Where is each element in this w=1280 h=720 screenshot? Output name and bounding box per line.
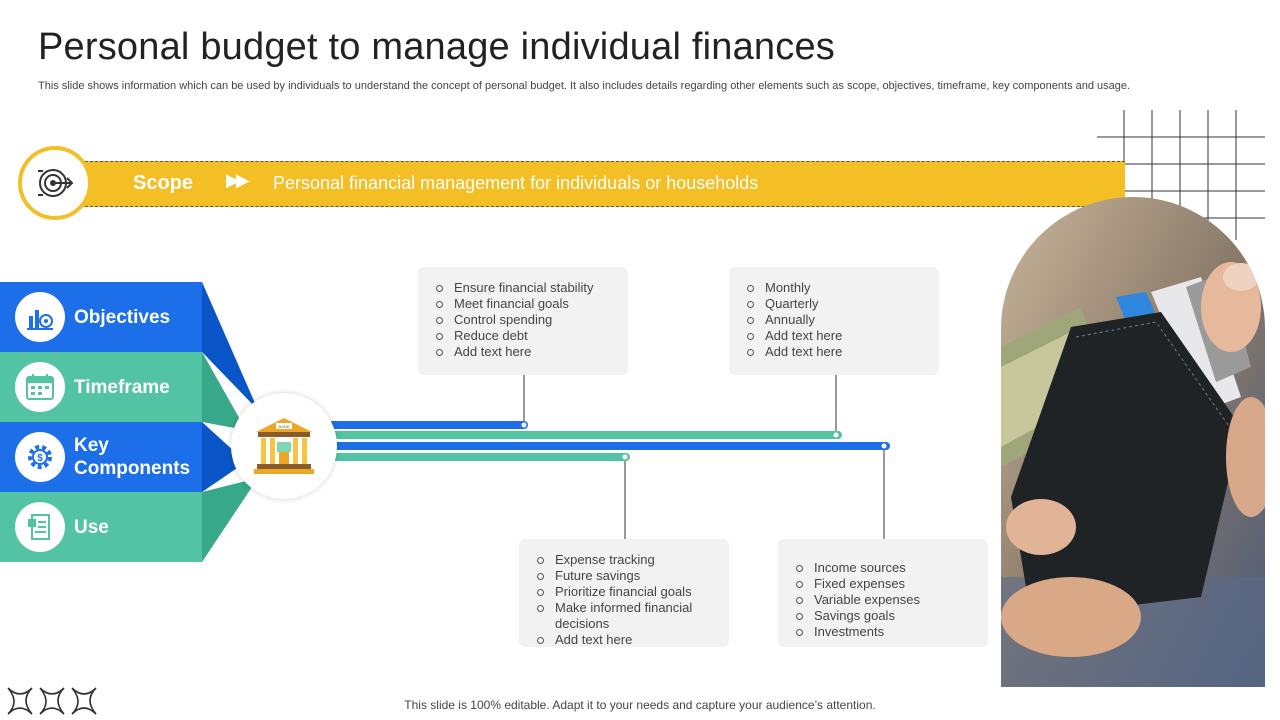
svg-text:BANK: BANK xyxy=(279,424,290,429)
gear-dollar-icon: $ xyxy=(28,445,52,469)
tab-label-timeframe: Timeframe xyxy=(74,376,170,398)
tabs-funnel xyxy=(202,282,258,562)
list-item: Income sources xyxy=(794,560,978,576)
scope-bar xyxy=(55,161,1125,207)
tab-icon-circle xyxy=(15,502,65,552)
list-item: Variable expenses xyxy=(794,592,978,608)
double-chevron-icon: ▶▶ xyxy=(226,170,250,190)
page-title: Personal budget to manage individual fin… xyxy=(38,26,835,68)
list-item: Investments xyxy=(794,624,978,640)
list-item: Monthly xyxy=(745,280,929,296)
tab-objectives: Objectives xyxy=(0,282,202,352)
logo-decoration xyxy=(7,687,97,715)
bank-icon-circle: BANK xyxy=(231,393,337,499)
scope-text: Personal financial management for indivi… xyxy=(273,173,759,193)
key-components-box: Income sources Fixed expenses Variable e… xyxy=(778,539,988,647)
list-item: Annually xyxy=(745,312,929,328)
list-item: Prioritize financial goals xyxy=(535,584,719,600)
objectives-box: Ensure financial stability Meet financia… xyxy=(418,267,628,375)
list-item: Make informed financial decisions xyxy=(535,600,719,632)
list-item: Add text here xyxy=(745,344,929,360)
chart-target-icon xyxy=(27,310,53,330)
connector-lines xyxy=(316,374,890,540)
tab-key-components: $ Key Components xyxy=(0,422,202,492)
list-item: Add text here xyxy=(434,344,618,360)
list-item: Control spending xyxy=(434,312,618,328)
tab-label-use: Use xyxy=(74,516,109,538)
calendar-icon xyxy=(26,374,54,400)
page-subtitle: This slide shows information which can b… xyxy=(38,80,1131,92)
wallet-photo xyxy=(1001,197,1265,687)
wallet-illustration xyxy=(1001,197,1265,687)
use-box: Expense tracking Future savings Prioriti… xyxy=(519,539,729,647)
target-icon xyxy=(38,169,74,197)
list-item: Fixed expenses xyxy=(794,576,978,592)
tab-timeframe: Timeframe xyxy=(0,352,202,422)
timeframe-box: Monthly Quarterly Annually Add text here… xyxy=(729,267,939,375)
tab-icon-circle: $ xyxy=(15,432,65,482)
list-item: Meet financial goals xyxy=(434,296,618,312)
list-item: Savings goals xyxy=(794,608,978,624)
tab-use: Use xyxy=(0,492,202,562)
list-item: Ensure financial stability xyxy=(434,280,618,296)
svg-text:$: $ xyxy=(37,453,43,464)
list-item: Reduce debt xyxy=(434,328,618,344)
list-item: Future savings xyxy=(535,568,719,584)
tab-label-key-components: Key Components xyxy=(74,435,191,479)
tab-label-objectives: Objectives xyxy=(74,306,171,328)
footer-note: This slide is 100% editable. Adapt it to… xyxy=(404,698,876,712)
list-item: Add text here xyxy=(745,328,929,344)
list-item: Quarterly xyxy=(745,296,929,312)
document-icon xyxy=(28,514,50,540)
tab-icon-circle xyxy=(15,362,65,412)
grid-decoration xyxy=(1097,110,1265,240)
list-item: Expense tracking xyxy=(535,552,719,568)
scope-icon-circle xyxy=(18,146,92,220)
bank-icon: BANK xyxy=(254,418,314,474)
tab-icon-circle xyxy=(15,292,65,342)
scope-label: Scope xyxy=(133,172,194,194)
list-item: Add text here xyxy=(535,632,719,648)
